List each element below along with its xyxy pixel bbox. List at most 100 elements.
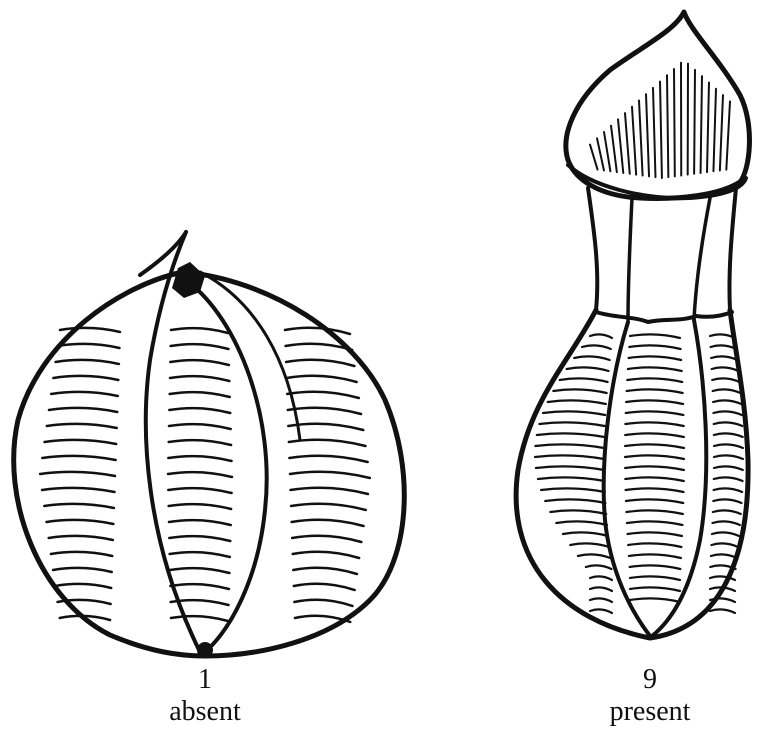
hatch-stroke xyxy=(51,552,112,556)
hatch-stroke xyxy=(49,408,117,412)
hatch-stroke xyxy=(630,587,680,591)
bud-right-crease xyxy=(200,272,300,440)
hatch-stroke xyxy=(49,536,113,540)
hatch-stroke xyxy=(171,344,229,349)
hatch-stroke xyxy=(289,440,366,446)
hatch-stroke xyxy=(714,466,743,470)
hatch-stroke xyxy=(694,70,695,174)
hatch-stroke xyxy=(630,565,681,569)
hatch-stroke xyxy=(169,424,231,429)
hatch-stroke xyxy=(625,455,684,459)
hatch-stroke xyxy=(169,536,230,541)
hatch-stroke xyxy=(590,576,612,580)
hatch-stroke xyxy=(291,488,368,494)
hatch-stroke xyxy=(590,334,612,338)
hatch-stroke xyxy=(711,543,737,547)
hatch-stroke xyxy=(626,400,683,404)
hatch-stroke xyxy=(713,510,741,514)
hatch-stroke xyxy=(627,389,683,393)
hatch-stroke xyxy=(629,356,682,360)
hatch-stroke xyxy=(53,568,112,572)
hatch-stroke xyxy=(287,392,359,398)
hatch-stroke xyxy=(590,145,598,170)
hatch-stroke xyxy=(628,543,681,547)
hatch-stroke xyxy=(291,504,366,510)
hatch-stroke xyxy=(58,344,120,348)
hatch-stroke xyxy=(711,356,737,360)
hatch-stroke xyxy=(597,138,604,170)
hatch-stroke xyxy=(556,521,607,525)
hatch-stroke xyxy=(590,587,612,591)
hatch-stroke xyxy=(714,488,743,492)
hatch-stroke xyxy=(40,472,115,476)
figure-1-number: 1 xyxy=(105,664,305,696)
hatch-stroke xyxy=(646,94,649,176)
hatch-stroke xyxy=(168,488,231,493)
hatch-stroke xyxy=(170,376,229,381)
hatch-stroke xyxy=(660,82,662,178)
hatch-stroke xyxy=(630,334,680,338)
hatch-stroke xyxy=(714,477,743,481)
hatch-stroke xyxy=(56,360,119,364)
figure-9-number: 9 xyxy=(550,664,750,696)
figure-9-caption: 9 present xyxy=(550,664,750,728)
hatch-stroke xyxy=(294,584,355,590)
hatch-stroke xyxy=(714,422,743,426)
hatch-stroke xyxy=(639,101,643,176)
hatch-stroke xyxy=(586,565,612,569)
hatch-stroke xyxy=(626,499,683,503)
hatch-stroke xyxy=(627,378,682,382)
hatch-stroke xyxy=(632,107,636,175)
flask-neck-right xyxy=(729,188,736,310)
hatch-stroke xyxy=(170,360,229,365)
hatch-stroke xyxy=(667,75,668,177)
hatch-stroke xyxy=(625,433,684,437)
hatch-stroke xyxy=(578,554,610,558)
hatch-stroke xyxy=(726,101,730,169)
hatch-stroke xyxy=(714,444,743,448)
hatch-stroke xyxy=(539,422,604,426)
hatch-stroke xyxy=(713,499,741,503)
hatch-stroke xyxy=(574,356,610,360)
hatch-stroke xyxy=(627,521,683,525)
hatch-stroke xyxy=(590,598,612,602)
hatch-stroke xyxy=(563,532,608,536)
hatch-stroke xyxy=(713,400,741,404)
hatch-stroke xyxy=(292,536,361,542)
hatch-stroke xyxy=(293,552,359,558)
hatch-stroke xyxy=(707,83,709,173)
hatch-stroke xyxy=(712,367,739,371)
hatch-stroke xyxy=(60,328,120,332)
hatch-stroke xyxy=(541,488,605,492)
hatch-stroke xyxy=(169,504,232,509)
hatch-stroke xyxy=(567,367,609,371)
hatch-stroke xyxy=(712,521,739,525)
hatch-stroke xyxy=(294,600,352,606)
figure-1-caption: 1 absent xyxy=(105,664,305,728)
hatch-stroke xyxy=(538,477,605,481)
hatch-stroke xyxy=(44,504,114,508)
figure-1-state: absent xyxy=(105,696,305,728)
hatch-stroke xyxy=(55,584,111,588)
hatch-stroke xyxy=(712,532,739,536)
figure-9-state: present xyxy=(550,696,750,728)
hatch-stroke xyxy=(292,520,364,526)
figure-1-round-bud-drawing xyxy=(14,232,405,658)
hatch-stroke xyxy=(170,584,229,589)
hatch-stroke xyxy=(287,376,357,382)
hatch-stroke xyxy=(604,132,610,171)
hatch-stroke xyxy=(169,520,231,525)
hatch-stroke xyxy=(45,440,117,444)
hatch-stroke xyxy=(550,510,606,514)
hatch-stroke xyxy=(720,95,723,170)
hatch-stroke xyxy=(170,568,229,573)
hatch-stroke xyxy=(170,552,230,557)
hatch-stroke xyxy=(653,88,655,177)
hatch-stroke xyxy=(289,456,367,462)
flask-neck-rib-2 xyxy=(694,198,710,320)
hatch-stroke xyxy=(293,568,357,574)
hatch-stroke xyxy=(630,598,680,602)
hatch-stroke xyxy=(629,345,680,349)
hatch-stroke xyxy=(168,472,232,477)
hatch-stroke xyxy=(536,466,604,470)
